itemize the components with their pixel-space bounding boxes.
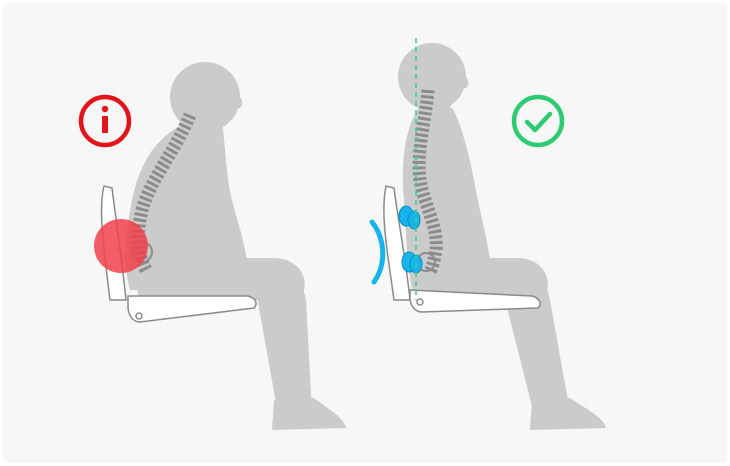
checkmark-icon (514, 97, 562, 145)
correct-posture-figure (384, 43, 606, 430)
chair-seat (128, 296, 256, 322)
lower-back-pain-marker (94, 219, 148, 273)
incorrect-posture-figure (94, 62, 346, 430)
seated-person-silhouette (126, 62, 346, 430)
info-icon (81, 97, 129, 145)
seated-person-silhouette-upright (398, 43, 606, 430)
lumbar-adjustment-arc (372, 222, 383, 282)
